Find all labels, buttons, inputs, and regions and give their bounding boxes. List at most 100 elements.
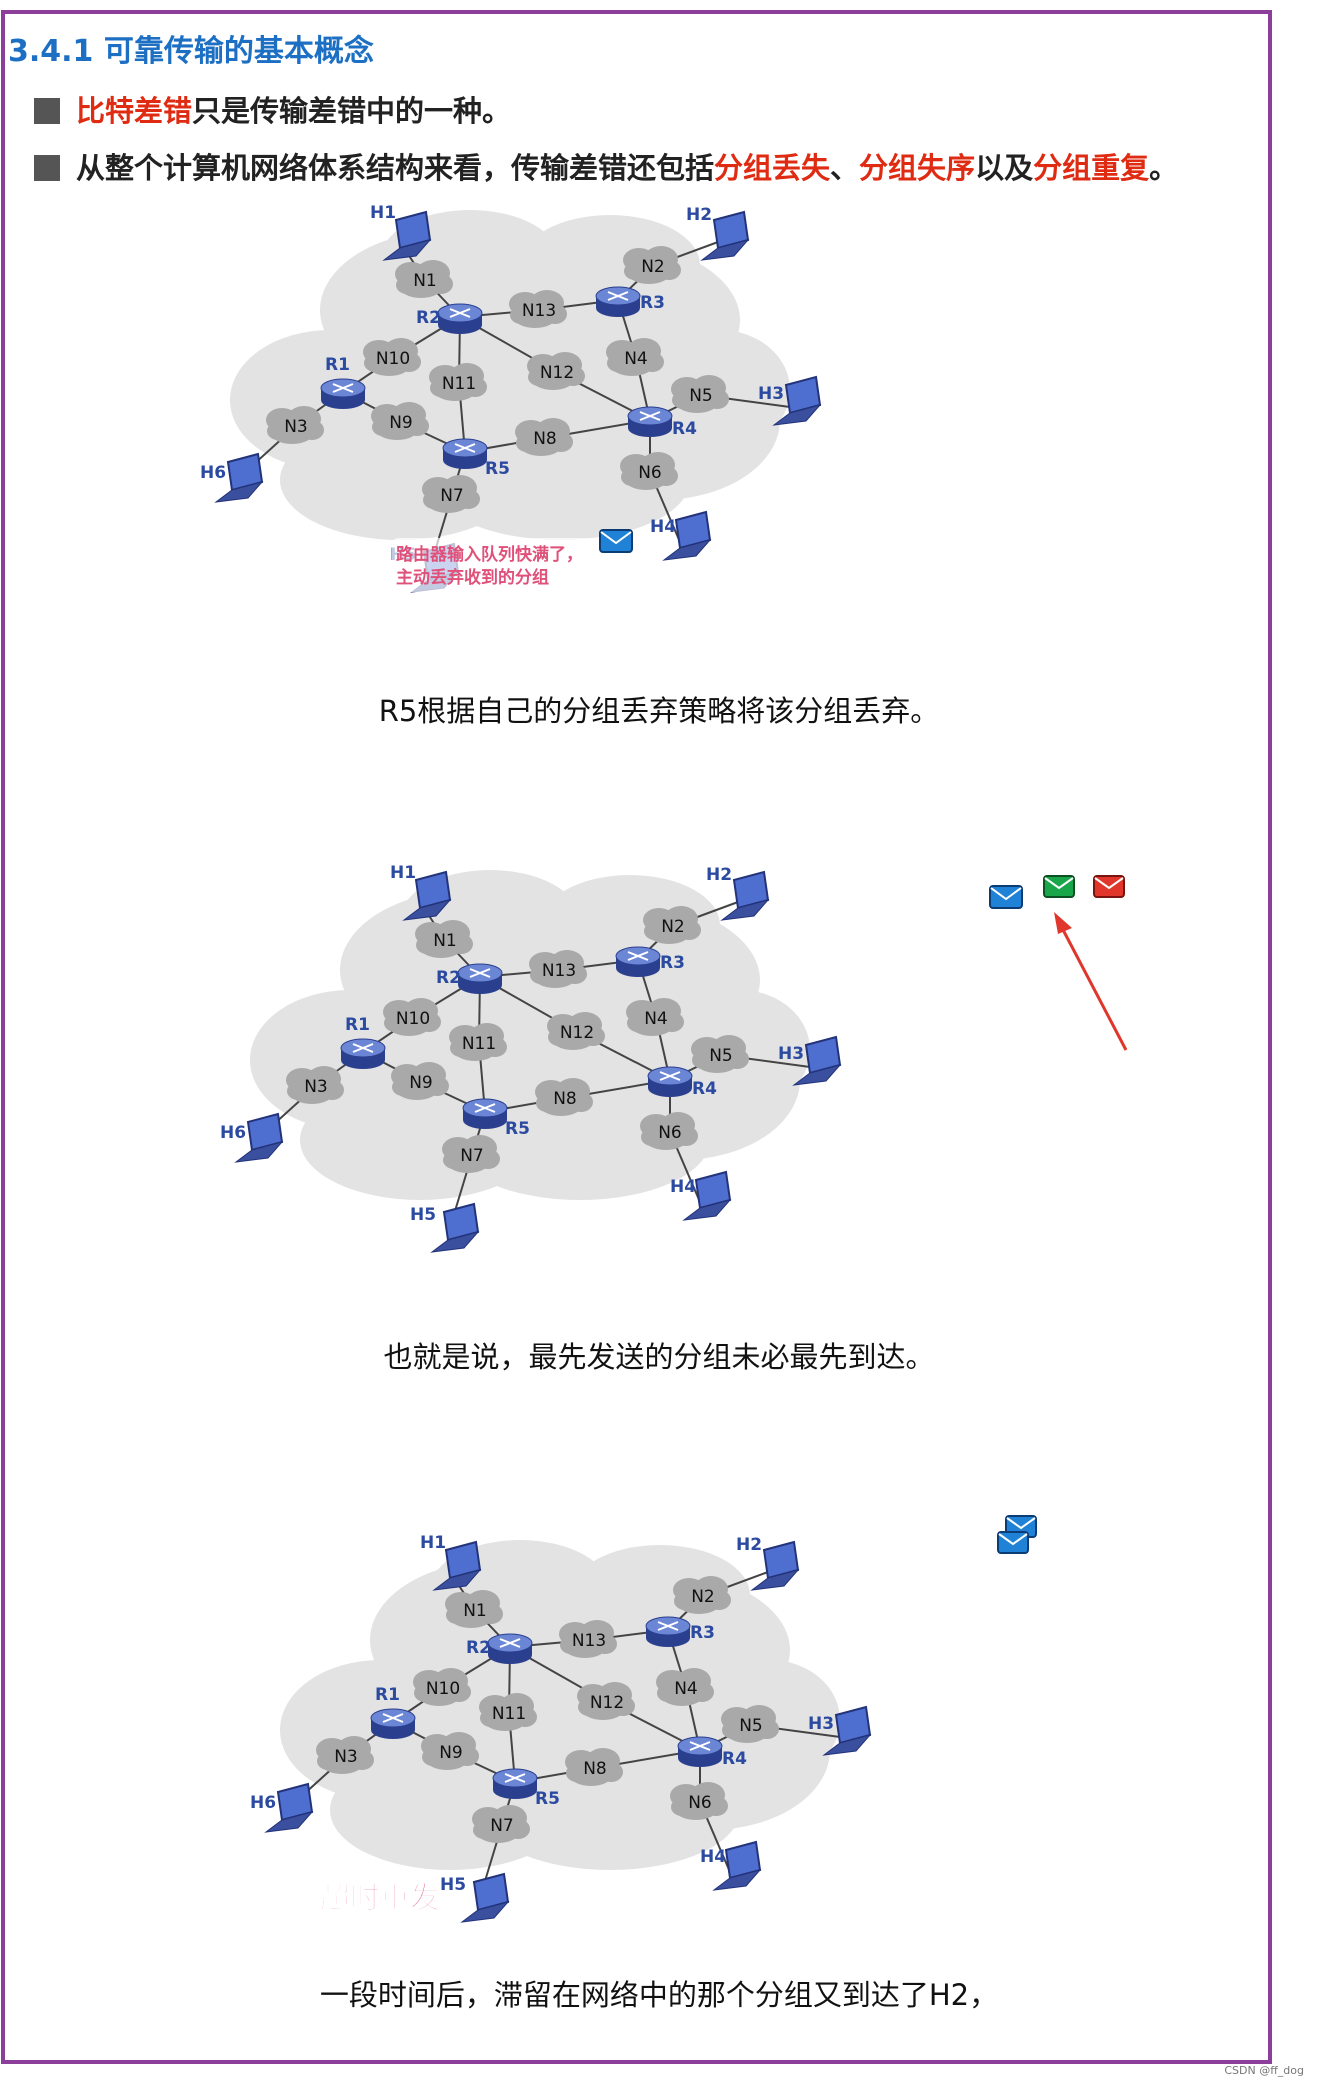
bullet-text-2: 以及 bbox=[975, 151, 1034, 185]
network-n4: N4 bbox=[626, 998, 684, 1036]
host-label: H2 bbox=[706, 865, 732, 885]
network-label: N4 bbox=[674, 1679, 698, 1699]
host-h3-laptop-icon: H3 bbox=[808, 1705, 872, 1756]
host-h1-laptop-icon: H1 bbox=[390, 863, 452, 921]
footer-watermark: CSDN @ff_dog bbox=[1224, 2064, 1304, 2077]
network-n2: N2 bbox=[673, 1576, 731, 1614]
host-label: H3 bbox=[778, 1044, 804, 1064]
envelope-icon bbox=[989, 885, 1023, 909]
router-r2-icon: R2 bbox=[466, 1633, 533, 1664]
network-n7: N7 bbox=[442, 1135, 500, 1173]
host-h4-laptop-icon: H4 bbox=[670, 1170, 732, 1221]
network-label: N6 bbox=[658, 1123, 682, 1143]
network-n5: N5 bbox=[671, 375, 729, 413]
host-h1-laptop-icon: H1 bbox=[420, 1533, 482, 1591]
network-label: N12 bbox=[590, 1693, 624, 1713]
network-label: N7 bbox=[460, 1146, 484, 1166]
network-label: N2 bbox=[661, 917, 685, 937]
network-label: N12 bbox=[560, 1023, 594, 1043]
router-label: R3 bbox=[660, 953, 685, 973]
host-h2-laptop-icon: H2 bbox=[706, 865, 770, 921]
router-label: R4 bbox=[672, 419, 697, 439]
network-label: N3 bbox=[284, 417, 308, 437]
host-h1-laptop-icon: H1 bbox=[370, 203, 432, 261]
bullet-em-loss: 分组丢失 bbox=[714, 151, 831, 185]
network-label: N3 bbox=[334, 1747, 358, 1767]
router-label: R1 bbox=[345, 1015, 370, 1035]
network-diagram-3: N1N2N3N4N5N6N7N8N9N10N11N12N13R1R2R3R4R5… bbox=[250, 1515, 1037, 1923]
host-h3-laptop-icon: H3 bbox=[778, 1035, 842, 1086]
router-r5-icon: R5 bbox=[462, 1098, 530, 1139]
network-label: N4 bbox=[644, 1009, 668, 1029]
host-label: H5 bbox=[410, 1205, 436, 1225]
bullet-em-order: 分组失序 bbox=[859, 151, 976, 185]
network-label: N9 bbox=[389, 413, 413, 433]
envelope-icon bbox=[599, 529, 633, 553]
host-label: H1 bbox=[390, 863, 416, 883]
router-r1-icon: R1 bbox=[340, 1015, 386, 1069]
slide-title: 3.4.1 可靠传输的基本概念 bbox=[8, 34, 374, 69]
network-n10: N10 bbox=[383, 998, 441, 1036]
network-n6: N6 bbox=[640, 1112, 698, 1150]
network-diagram-2: N1N2N3N4N5N6N7N8N9N10N11N12N13R1R2R3R4R5… bbox=[220, 863, 1128, 1253]
bullet-sep: 、 bbox=[830, 151, 860, 185]
host-h4-laptop-icon: H4 bbox=[650, 510, 712, 561]
router-r1-icon: R1 bbox=[370, 1685, 416, 1739]
host-h6-laptop-icon: H6 bbox=[250, 1782, 314, 1833]
network-n11: N11 bbox=[429, 363, 487, 401]
router-label: R2 bbox=[436, 968, 461, 988]
router-label: R4 bbox=[722, 1749, 747, 1769]
network-n1: N1 bbox=[445, 1590, 503, 1628]
timeout-note: 超时重发 bbox=[320, 1881, 440, 1916]
bullet-bit-error: 比特差错只是传输差错中的一种。 bbox=[34, 88, 511, 130]
network-label: N9 bbox=[409, 1073, 433, 1093]
network-n12: N12 bbox=[527, 352, 585, 390]
router-r5-icon: R5 bbox=[442, 438, 510, 479]
router-label: R2 bbox=[416, 308, 441, 328]
router-label: R5 bbox=[485, 459, 510, 479]
network-n10: N10 bbox=[363, 338, 421, 376]
network-label: N13 bbox=[542, 961, 576, 981]
network-n6: N6 bbox=[670, 1782, 728, 1820]
host-label: H4 bbox=[670, 1177, 696, 1197]
note-line-2: 主动丢弃收到的分组 bbox=[396, 567, 549, 588]
network-n8: N8 bbox=[535, 1078, 593, 1116]
network-n9: N9 bbox=[391, 1062, 449, 1100]
network-label: N6 bbox=[638, 463, 662, 483]
bullet-square-icon bbox=[34, 155, 60, 181]
network-n7: N7 bbox=[422, 475, 480, 513]
host-h3-laptop-icon: H3 bbox=[758, 375, 822, 426]
network-label: N7 bbox=[440, 486, 464, 506]
router-r3-icon: R3 bbox=[645, 1616, 715, 1647]
network-label: N10 bbox=[396, 1009, 430, 1029]
red-arrow-icon bbox=[1054, 912, 1128, 1051]
router-r3-icon: R3 bbox=[615, 946, 685, 977]
host-label: H4 bbox=[650, 517, 676, 537]
network-label: N5 bbox=[709, 1046, 733, 1066]
host-h2-laptop-icon: H2 bbox=[736, 1535, 800, 1591]
host-label: H6 bbox=[200, 463, 226, 483]
network-label: N9 bbox=[439, 1743, 463, 1763]
network-label: N13 bbox=[522, 301, 556, 321]
network-n13: N13 bbox=[559, 1620, 617, 1658]
host-label: H4 bbox=[700, 1847, 726, 1867]
router-r3-icon: R3 bbox=[595, 286, 665, 317]
network-n1: N1 bbox=[415, 920, 473, 958]
host-label: H1 bbox=[420, 1533, 446, 1553]
network-label: N12 bbox=[540, 363, 574, 383]
network-n2: N2 bbox=[643, 906, 701, 944]
envelope-green-icon bbox=[1043, 875, 1075, 898]
router-r4-icon: R4 bbox=[677, 1736, 747, 1769]
envelope-red-icon bbox=[1093, 875, 1125, 898]
network-n5: N5 bbox=[691, 1035, 749, 1073]
host-h6-laptop-icon: H6 bbox=[200, 452, 264, 503]
network-n8: N8 bbox=[565, 1748, 623, 1786]
note-line-1: 路由器输入队列快满了， bbox=[396, 544, 583, 565]
host-h5-laptop-icon: H5 bbox=[440, 1872, 510, 1923]
network-label: N8 bbox=[533, 429, 557, 449]
network-n3: N3 bbox=[266, 406, 324, 444]
network-n12: N12 bbox=[547, 1012, 605, 1050]
host-h6-laptop-icon: H6 bbox=[220, 1112, 284, 1163]
network-n5: N5 bbox=[721, 1705, 779, 1743]
network-label: N11 bbox=[462, 1034, 496, 1054]
